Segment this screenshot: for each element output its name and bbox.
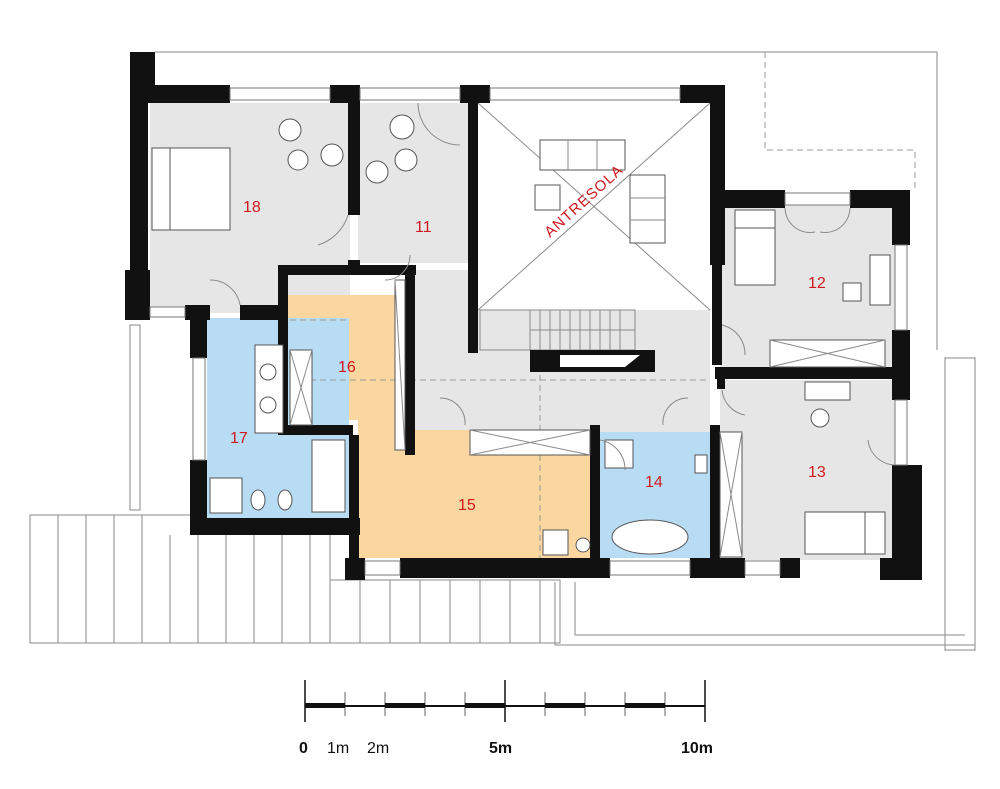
room-14-label: 14 (645, 474, 663, 491)
scale-label-1m: 1m (327, 740, 349, 757)
dashed-lines (290, 319, 710, 560)
entrance-steps (29, 514, 561, 644)
room-11-label: 11 (415, 219, 432, 236)
furniture-room-13 (804, 381, 886, 555)
room-15-floor (358, 430, 590, 558)
staircase (477, 102, 711, 372)
furniture-room-18 (151, 118, 344, 231)
doors (209, 102, 896, 471)
room-17-label: 17 (230, 430, 248, 447)
room-15-label: 15 (458, 497, 476, 514)
furniture-room-11 (365, 114, 418, 184)
furniture-room-14 (604, 439, 708, 555)
scale-label-10m: 10m (681, 740, 713, 757)
room-12-label: 12 (808, 275, 826, 292)
scale-label-5m: 5m (489, 740, 512, 757)
room-18-label: 18 (243, 199, 261, 216)
furniture-room-15 (542, 529, 591, 556)
scale-bar: 0 1m 2m 5m 10m (299, 680, 713, 757)
furniture-room-17 (209, 344, 346, 514)
scale-label-0: 0 (299, 740, 308, 757)
terrace-outline (129, 51, 976, 651)
windows (149, 87, 908, 576)
room-16-label: 16 (338, 359, 356, 376)
furniture-antresola (534, 139, 666, 244)
room-13-label: 13 (808, 464, 826, 481)
wardrobes (289, 279, 886, 558)
scale-label-2m: 2m (367, 740, 389, 757)
furniture-room-12 (734, 209, 891, 306)
